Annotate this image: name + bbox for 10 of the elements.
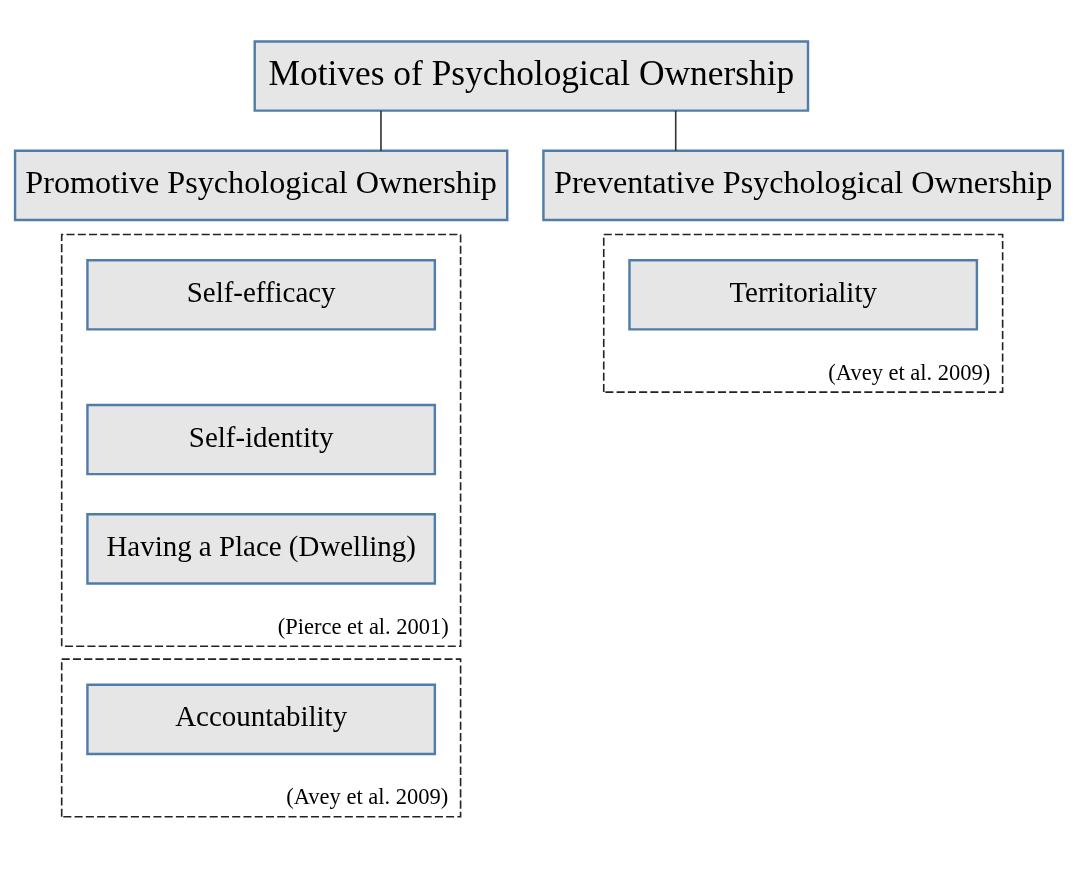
node-box: Territoriality [628,258,979,331]
node-box: Having a Place (Dwelling) [86,512,437,585]
connector [674,109,677,151]
node-box: Accountability [86,683,437,755]
node-box: Self-efficacy [86,258,437,331]
node-box: Preventative Psychological Ownership [542,149,1065,221]
node-box: Self-identity [86,403,437,475]
node-box: Motives of Psychological Ownership [253,39,810,112]
connector [380,109,382,151]
node-box: Promotive Psychological Ownership [13,149,509,221]
